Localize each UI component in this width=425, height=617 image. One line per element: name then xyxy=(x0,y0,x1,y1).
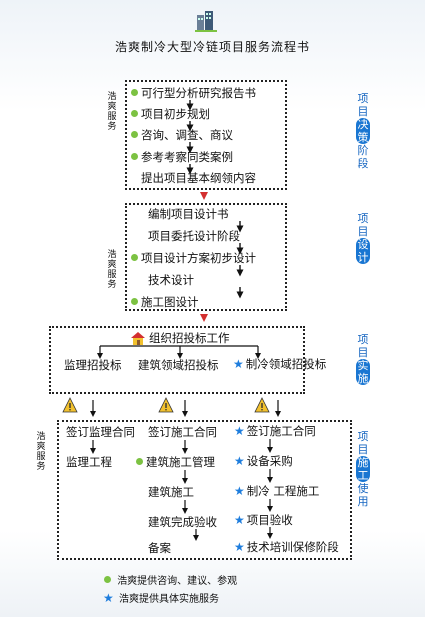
decision-stage-box xyxy=(125,80,287,190)
training-warranty: ★技术培训保修阶段 xyxy=(234,540,339,554)
red-arrow xyxy=(200,192,208,200)
dot-icon xyxy=(131,254,138,261)
dot-icon xyxy=(131,110,138,117)
dot-icon xyxy=(131,89,138,96)
step-feasibility: 可行型分析研究报告书 xyxy=(131,86,256,100)
supervision-work: 监理工程 xyxy=(66,455,112,469)
construction-acceptance: 建筑完成验收 xyxy=(148,515,217,529)
stage-label-implementation: 项目实施 xyxy=(356,333,370,385)
side-service-label: 浩爽服务 xyxy=(107,92,117,132)
step-reference-cases: 参考考察同类案例 xyxy=(131,150,233,164)
warning-icon xyxy=(62,397,78,413)
stage-label-decision: 项目决策阶段 xyxy=(356,92,370,170)
star-icon: ★ xyxy=(234,513,245,527)
project-acceptance: ★项目验收 xyxy=(234,513,293,527)
bid-supervision: 监理招投标 xyxy=(64,358,122,372)
step-design-commission: 项目委托设计阶段 xyxy=(148,229,240,243)
star-icon: ★ xyxy=(234,454,245,468)
refrigeration-construction: ★制冷 工程施工 xyxy=(234,484,320,498)
step-initial-plan: 项目初步规划 xyxy=(131,107,210,121)
page-title: 浩爽制冷大型冷链项目服务流程书 xyxy=(114,40,310,54)
step-construction-drawing: 施工图设计 xyxy=(131,295,199,309)
warning-icon xyxy=(158,397,174,413)
legend-star: ★ 浩爽提供具体实施服务 xyxy=(103,591,219,605)
star-icon: ★ xyxy=(234,540,245,554)
sign-supervision-contract: 签订监理合同 xyxy=(66,425,135,439)
step-design-book: 编制项目设计书 xyxy=(148,207,229,221)
stage-label-design: 项目设计 xyxy=(356,212,370,264)
dot-icon xyxy=(131,153,138,160)
design-stage-box xyxy=(125,203,287,311)
star-icon: ★ xyxy=(234,424,245,438)
red-arrow xyxy=(200,314,208,322)
implementation-stage-box xyxy=(49,326,305,394)
star-icon: ★ xyxy=(234,484,245,498)
side-service-label: 浩爽服务 xyxy=(36,432,46,472)
filing: 备案 xyxy=(148,541,171,555)
construction-management: 建筑施工管理 xyxy=(136,455,215,469)
stage-label-construction: 项目施工使用 xyxy=(356,430,370,508)
company-logo xyxy=(194,9,218,33)
house-icon xyxy=(130,330,146,346)
construction-work: 建筑施工 xyxy=(148,485,194,499)
dot-icon xyxy=(136,458,143,465)
step-consult: 咨询、调查、商议 xyxy=(131,128,233,142)
bid-refrigeration: ★制冷领域招投标 xyxy=(233,357,327,371)
dot-icon xyxy=(104,576,111,583)
step-preliminary-design: 项目设计方案初步设计 xyxy=(131,251,256,265)
construction-stage-box xyxy=(57,420,352,560)
legend-dot: 浩爽提供咨询、建议、参观 xyxy=(104,572,237,587)
sign-construction-contract: 签订施工合同 xyxy=(148,425,217,439)
bidding-header: 组织招投标工作 xyxy=(149,331,230,345)
side-service-label: 浩爽服务 xyxy=(107,250,117,290)
bid-construction: 建筑领域招投标 xyxy=(138,358,219,372)
star-icon: ★ xyxy=(103,591,114,605)
warning-icon xyxy=(254,397,270,413)
dot-icon xyxy=(131,298,138,305)
dot-icon xyxy=(131,131,138,138)
sign-refrigeration-contract: ★签订施工合同 xyxy=(234,424,316,438)
step-outline: 提出项目基本纲领内容 xyxy=(141,171,256,185)
step-technical-design: 技术设计 xyxy=(148,273,194,287)
equipment-purchase: ★设备采购 xyxy=(234,454,293,468)
star-icon: ★ xyxy=(233,357,244,371)
